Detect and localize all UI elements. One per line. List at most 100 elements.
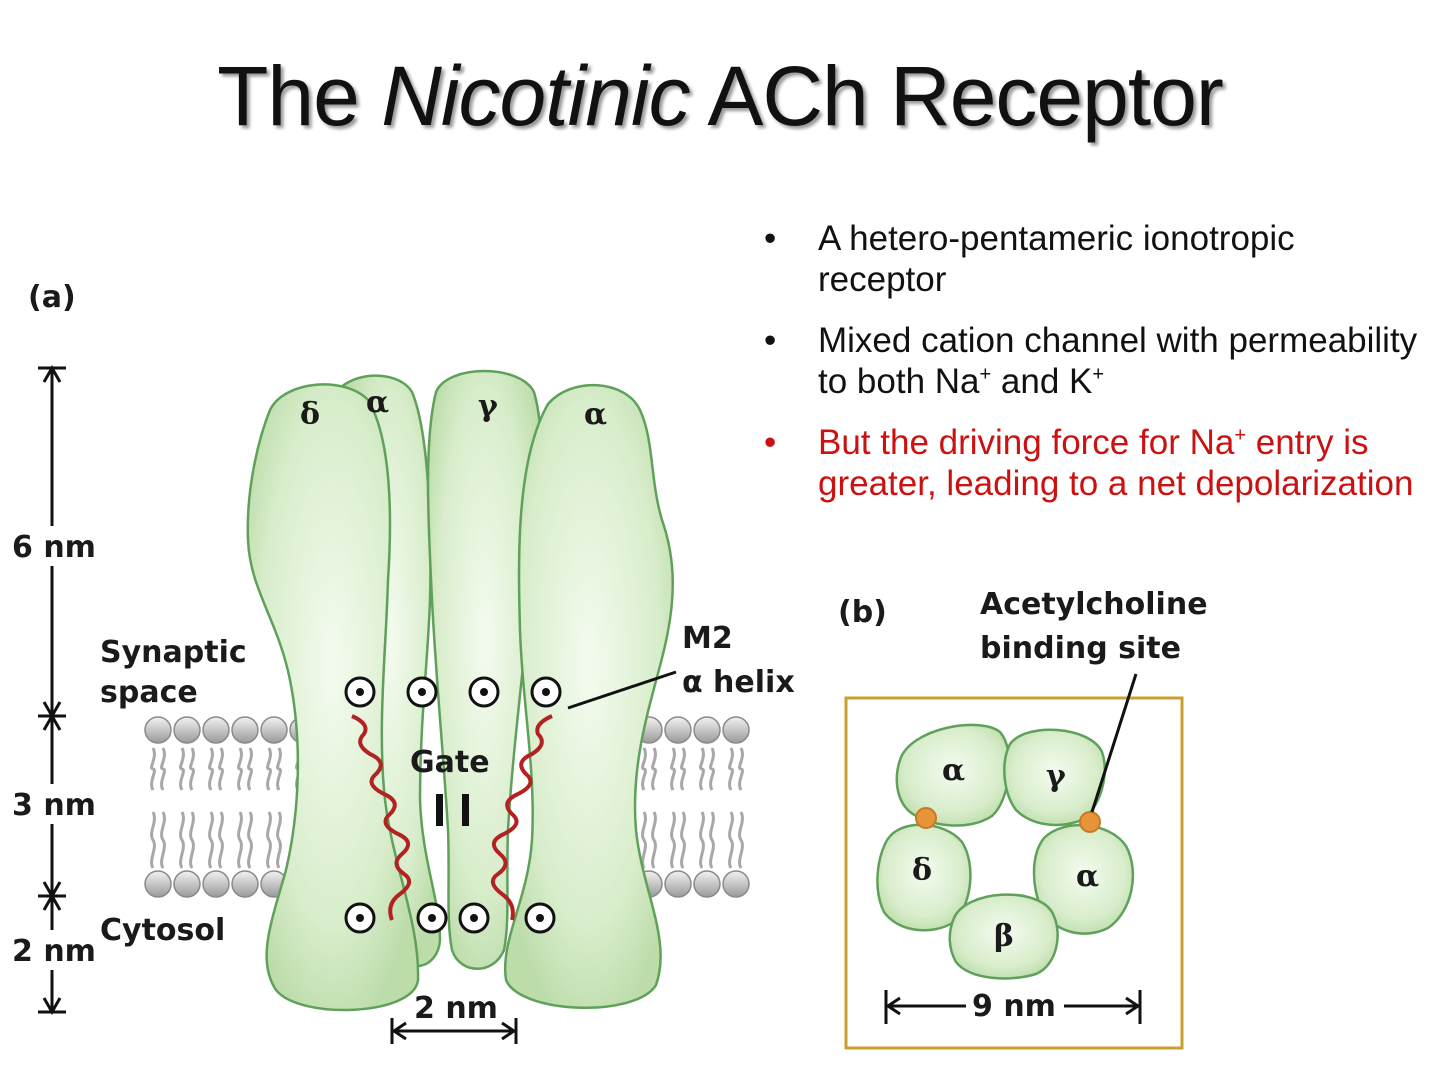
binding-site-label-line1: Acetylcholine xyxy=(980,587,1208,622)
lipid-tail xyxy=(276,811,282,869)
subunit-label-gamma: γ xyxy=(478,389,498,424)
lipid-head xyxy=(231,716,259,744)
panel-b-label: (b) xyxy=(838,595,887,630)
top-label-beta: β xyxy=(994,919,1014,954)
gate-bar-right xyxy=(462,794,469,826)
lipid-tail xyxy=(738,747,744,791)
lipid-tail xyxy=(160,747,166,791)
lipid-tail xyxy=(237,747,243,791)
bullet-list: •A hetero-pentameric ionotropic receptor… xyxy=(760,218,1420,524)
lipid-tail xyxy=(651,747,657,791)
top-subunit-beta xyxy=(948,893,1059,980)
lipid-tail xyxy=(670,811,676,869)
synaptic-label-line1: Synaptic xyxy=(100,635,247,670)
lipid-head xyxy=(231,870,259,898)
pore-width-label: 2 nm xyxy=(414,991,498,1026)
lipid-head xyxy=(173,716,201,744)
page-title: The Nicotinic ACh Receptor xyxy=(217,49,1224,143)
receptor-side-view xyxy=(246,369,674,1012)
lipid-tail xyxy=(247,747,253,791)
lipid-tail xyxy=(179,747,185,791)
lipid-tail xyxy=(218,747,224,791)
top-label-gamma: γ xyxy=(1046,759,1066,794)
subunit-label-delta: δ xyxy=(300,397,320,432)
lipid-tail xyxy=(699,747,705,791)
subunit-label-alpha: α xyxy=(366,385,389,420)
lipid-tail xyxy=(709,747,715,791)
binding-site-dot-right xyxy=(1079,811,1101,833)
binding-site-label-line2: binding site xyxy=(980,631,1181,666)
lipid-tail xyxy=(266,747,272,791)
height-scale-bar xyxy=(38,364,66,1016)
lipid-head xyxy=(144,716,172,744)
lipid-tail xyxy=(237,811,243,869)
lipid-tail xyxy=(728,747,734,791)
top-width-marker xyxy=(884,990,1142,1024)
pore-width-marker xyxy=(390,1018,518,1044)
alpha-helix-label: α helix xyxy=(682,665,795,700)
cytosol-label: Cytosol xyxy=(100,913,225,948)
lipid-tail xyxy=(276,747,282,791)
scale-label-2nm: 2 nm xyxy=(12,934,96,969)
m2-helix-right xyxy=(490,714,553,921)
lipid-head xyxy=(144,870,172,898)
lipid-tail xyxy=(641,747,647,791)
binding-site-dot-left xyxy=(915,807,937,829)
lipid-tail xyxy=(150,811,156,869)
lipid-tail xyxy=(709,811,715,869)
lipid-tail xyxy=(728,811,734,869)
lipid-tail xyxy=(208,811,214,869)
lipid-tail xyxy=(179,811,185,869)
m2-helix-left xyxy=(351,714,412,921)
bullet-item: •A hetero-pentameric ionotropic receptor xyxy=(764,219,1295,299)
lipid-tail xyxy=(150,747,156,791)
lipid-tail xyxy=(189,811,195,869)
lipid-tail xyxy=(699,811,705,869)
lipid-head xyxy=(202,870,230,898)
m2-callout-line xyxy=(567,670,677,710)
binding-site-callout-line xyxy=(1090,673,1138,813)
lipid-head xyxy=(664,716,692,744)
subunit-delta xyxy=(246,383,420,1012)
top-subunit-alpha-2 xyxy=(1032,823,1135,935)
lipid-tail xyxy=(247,811,253,869)
synaptic-label-line2: space xyxy=(100,675,198,710)
bullet-item-highlight: •But the driving force for Na+ entry is … xyxy=(764,423,1414,503)
lipid-head xyxy=(693,716,721,744)
lipid-tail xyxy=(651,811,657,869)
lipid-tail xyxy=(218,811,224,869)
lipid-tail xyxy=(738,811,744,869)
lipid-tail xyxy=(266,811,272,869)
subunit-alpha-front xyxy=(503,383,674,1009)
lipid-tail xyxy=(189,747,195,791)
receptor-top-view xyxy=(876,723,1135,980)
gate-bar-left xyxy=(436,794,443,826)
panel-a-label: (a) xyxy=(28,280,76,315)
scale-label-3nm: 3 nm xyxy=(12,788,96,823)
top-label-alpha-2: α xyxy=(1076,859,1099,894)
lipid-tail xyxy=(160,811,166,869)
lipid-tail xyxy=(670,747,676,791)
lipid-head xyxy=(693,870,721,898)
charge-ring-bottom xyxy=(344,902,556,934)
lipid-head xyxy=(722,716,750,744)
lipid-head xyxy=(202,716,230,744)
bullet-item: •Mixed cation channel with permeability … xyxy=(764,321,1418,401)
m2-label: M2 xyxy=(682,621,733,656)
lipid-head xyxy=(260,716,288,744)
lipid-tail xyxy=(680,811,686,869)
lipid-tail xyxy=(641,811,647,869)
gate-label: Gate xyxy=(410,745,490,780)
scale-label-6nm: 6 nm xyxy=(12,530,96,565)
top-subunit-alpha xyxy=(895,723,1011,827)
lipid-tail xyxy=(680,747,686,791)
top-width-label: 9 nm xyxy=(972,989,1056,1024)
lipid-head xyxy=(173,870,201,898)
lipid-tail xyxy=(208,747,214,791)
lipid-head xyxy=(722,870,750,898)
top-label-alpha: α xyxy=(942,753,965,788)
top-label-delta: δ xyxy=(912,853,932,888)
subunit-label-alpha-2: α xyxy=(584,397,607,432)
lipid-head xyxy=(664,870,692,898)
